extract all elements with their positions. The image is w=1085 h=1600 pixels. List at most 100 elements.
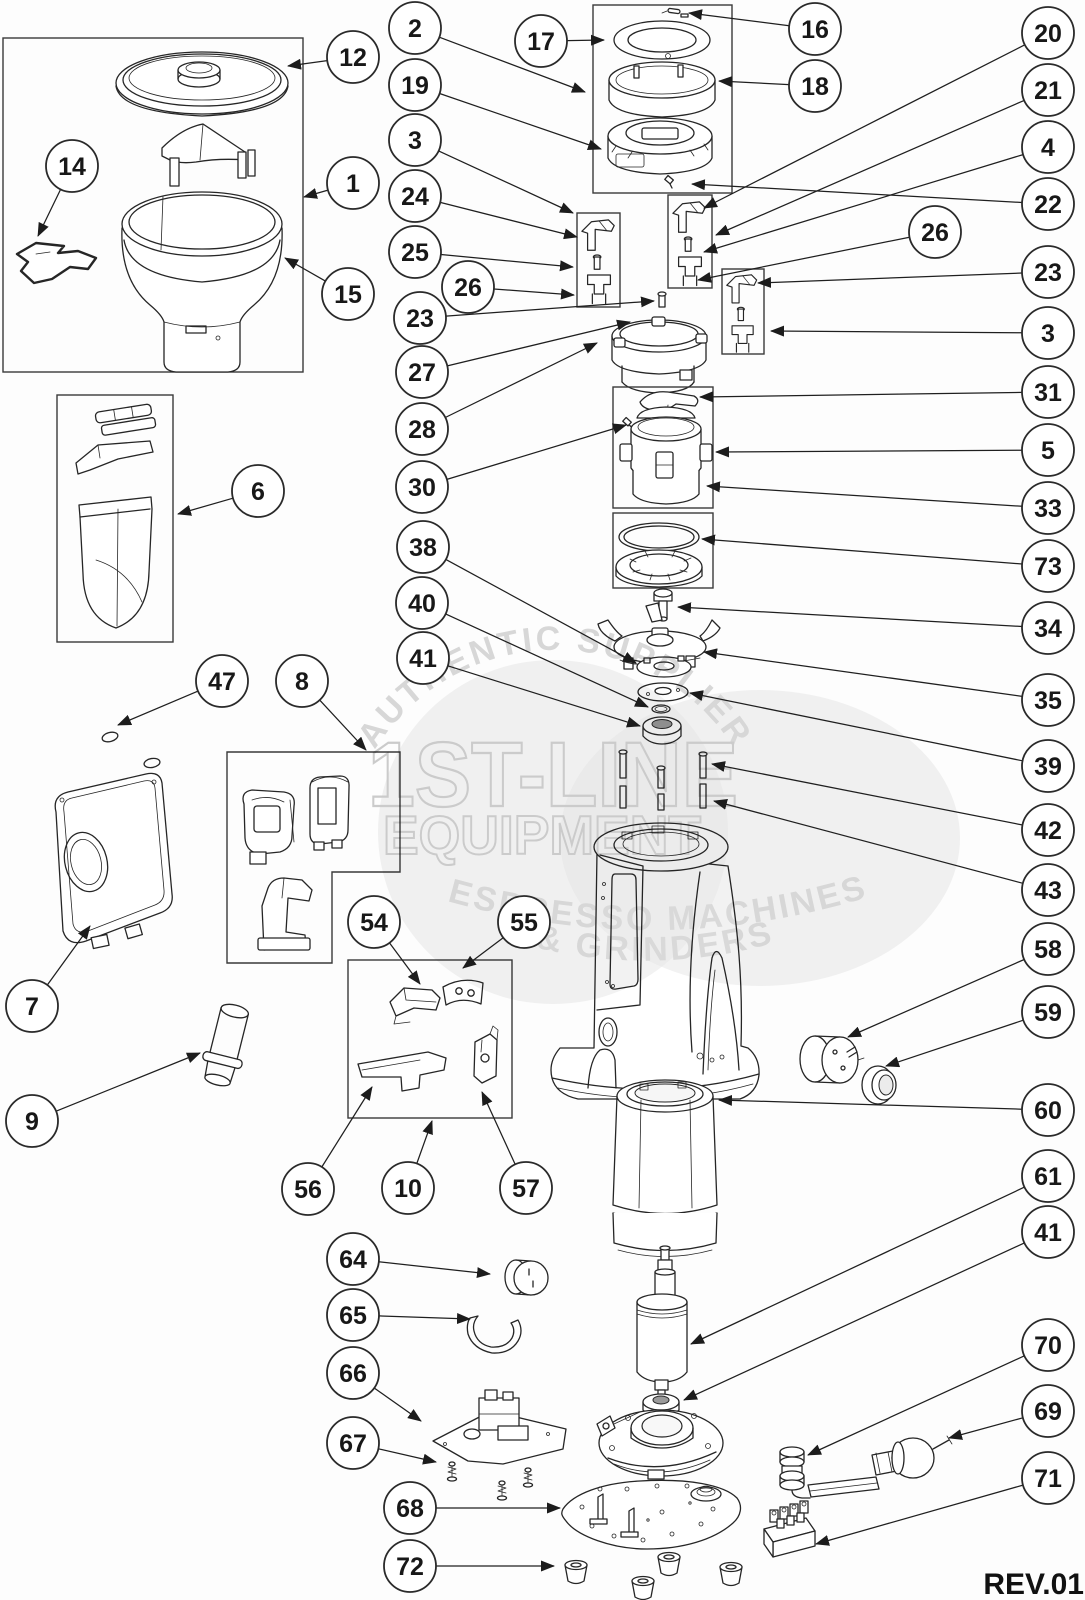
pcb-66 (432, 1389, 567, 1465)
plate-part-55 (442, 979, 484, 1006)
callout-47: 47 (195, 654, 249, 708)
svg-text:57: 57 (512, 1175, 540, 1203)
switch-knob-58 (799, 1035, 865, 1084)
callout-65: 65 (326, 1288, 380, 1342)
clip-part-54 (389, 987, 441, 1025)
callout-42: 42 (1021, 803, 1075, 857)
leader-41 (683, 1242, 1025, 1401)
svg-text:27: 27 (408, 359, 436, 387)
callout-66: 66 (326, 1346, 380, 1400)
callout-3: 3 (388, 113, 442, 167)
svg-text:19: 19 (401, 72, 429, 100)
leader-12 (287, 58, 328, 70)
pin-part-23 (657, 291, 667, 308)
rubber-feet-72 (564, 1551, 743, 1600)
leader-56 (321, 1086, 373, 1168)
upper-burr-carrier (611, 316, 708, 394)
o-ring-73 (618, 522, 700, 552)
svg-text:61: 61 (1034, 1163, 1062, 1191)
leader-14 (37, 189, 62, 237)
callout-18: 18 (788, 59, 842, 113)
leader-20 (703, 44, 1026, 209)
leader-34 (677, 602, 1023, 628)
svg-text:23: 23 (406, 305, 434, 333)
svg-text:18: 18 (801, 73, 829, 101)
leader-7 (46, 925, 91, 986)
svg-text:24: 24 (401, 183, 429, 211)
leader-73 (701, 534, 1023, 565)
leader-39 (689, 690, 1023, 762)
callout-26: 26 (441, 260, 495, 314)
callout-2: 2 (388, 1, 442, 55)
svg-text:3: 3 (408, 127, 422, 155)
svg-text:34: 34 (1034, 615, 1062, 643)
leader-15 (284, 257, 326, 282)
svg-text:55: 55 (510, 909, 538, 937)
fork-holder-box (226, 751, 401, 964)
leader-38 (445, 558, 637, 664)
svg-text:7: 7 (25, 993, 39, 1021)
leader-61 (690, 1186, 1025, 1345)
svg-text:72: 72 (396, 1553, 424, 1581)
hopper-cone-insert (161, 123, 256, 187)
rotor-61 (636, 1245, 688, 1398)
leader-6 (177, 497, 234, 516)
screws-part-16 (661, 7, 689, 18)
svg-text:41: 41 (409, 645, 437, 673)
svg-text:43: 43 (1034, 877, 1062, 905)
callout-34: 34 (1021, 601, 1075, 655)
callout-30: 30 (395, 460, 449, 514)
leader-2 (439, 36, 586, 93)
callout-40: 40 (395, 576, 449, 630)
hopper-lid (115, 51, 289, 117)
svg-text:26: 26 (921, 219, 949, 247)
svg-text:14: 14 (58, 153, 86, 181)
callout-35: 35 (1021, 673, 1075, 727)
callout-19: 19 (388, 58, 442, 112)
leader-4 (703, 154, 1024, 254)
callout-72: 72 (383, 1539, 437, 1593)
lower-burr-ring (615, 549, 703, 588)
callout-60: 60 (1021, 1083, 1075, 1137)
svg-text:54: 54 (360, 909, 388, 937)
callout-4: 4 (1021, 120, 1075, 174)
leader-41 (447, 665, 641, 728)
callout-38: 38 (396, 520, 450, 574)
lever-part-10 (357, 1051, 447, 1092)
svg-text:28: 28 (408, 416, 436, 444)
callout-6: 6 (231, 464, 285, 518)
top-cover-group-box (592, 4, 733, 194)
svg-text:59: 59 (1034, 999, 1062, 1027)
svg-text:10: 10 (394, 1175, 422, 1203)
svg-text:2: 2 (408, 15, 422, 43)
leader-5 (715, 446, 1023, 458)
svg-text:17: 17 (527, 28, 555, 56)
leader-30 (446, 423, 627, 480)
callout-14: 14 (45, 139, 99, 193)
callout-9: 9 (5, 1094, 59, 1148)
ring-part-18 (608, 61, 716, 118)
svg-text:16: 16 (801, 16, 829, 44)
svg-text:33: 33 (1034, 495, 1062, 523)
callout-41: 41 (396, 631, 450, 685)
callout-58: 58 (1021, 922, 1075, 976)
screws-67 (446, 1461, 534, 1501)
leader-54 (388, 942, 421, 985)
callout-56: 56 (281, 1162, 335, 1216)
callout-73: 73 (1021, 539, 1075, 593)
adjust-collar-5-33 (619, 406, 713, 505)
svg-text:3: 3 (1041, 320, 1055, 348)
svg-text:38: 38 (409, 534, 437, 562)
wedge-bracket-part-14 (15, 241, 98, 285)
microswitch-parts-right (726, 274, 758, 353)
leader-71 (815, 1484, 1024, 1546)
microswitch-box-right (721, 268, 765, 355)
callout-23: 23 (1021, 245, 1075, 299)
ring-part-17 (613, 20, 711, 60)
leader-59 (885, 1019, 1024, 1068)
svg-text:30: 30 (408, 474, 436, 502)
callout-22: 22 (1021, 177, 1075, 231)
svg-text:4: 4 (1041, 134, 1055, 162)
terminal-block-71 (763, 1500, 816, 1558)
